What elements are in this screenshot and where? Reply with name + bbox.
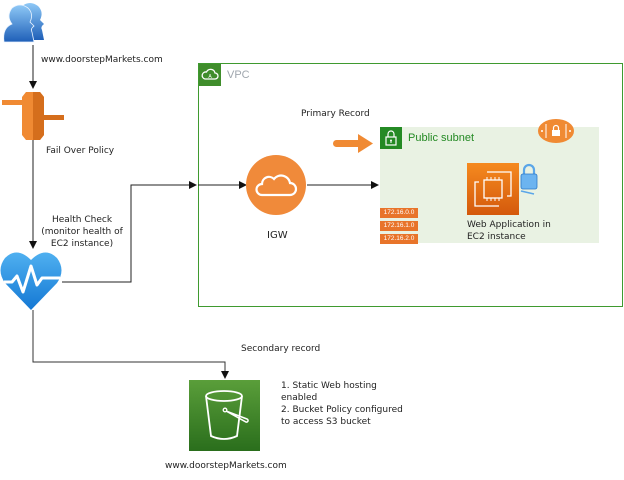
users-icon [3,3,44,43]
security-lock-icon [520,163,538,195]
secondary-record-label: Secondary record [241,344,321,354]
s3-notes: 1. Static Web hosting enabled 2. Bucket … [281,380,403,428]
ec2-label-line: EC2 instance [467,232,526,242]
subnet-label: Public subnet [408,132,475,144]
s3-note-line: to access S3 bucket [281,417,371,427]
ec2-label-line: Web Application in [467,220,551,230]
edge-health-s3 [32,310,229,379]
s3-domain-label: www.doorstepMarkets.com [165,461,287,471]
health-check-line: (monitor health of [41,227,123,237]
failover-policy-label: Fail Over Policy [46,146,115,156]
ec2-instance-icon [467,163,519,215]
s3-note-line: 2. Bucket Policy configured [281,405,403,415]
vpc-cloud-icon: A [199,64,221,86]
s3-bucket-icon [189,380,260,451]
vpc-label: VPC [227,69,250,81]
ip-tag: 172.16.1.0 [380,221,418,231]
ec2-label: Web Application in EC2 instance [467,219,551,243]
igw-cloud-icon [246,155,306,215]
igw-label: IGW [267,230,288,241]
health-check-line: EC2 instance) [50,239,114,249]
heart-pulse-icon [0,252,62,310]
route53-icon [2,92,64,140]
nacl-badge-icon [538,119,574,143]
s3-note-line: 1. Static Web hosting [281,381,377,391]
health-check-label: Health Check (monitor health of EC2 inst… [40,214,124,250]
ip-tag: 172.16.2.0 [380,234,418,244]
subnet-lock-icon [380,127,402,149]
ip-tag: 172.16.0.0 [380,208,418,218]
primary-record-label: Primary Record [301,109,370,119]
primary-record-arrow-icon [333,134,373,153]
domain-label-top: www.doorstepMarkets.com [41,55,163,65]
health-check-line: Health Check [51,215,113,225]
edge-health-vpc [62,181,197,283]
s3-note-line: enabled [281,393,318,403]
svg-text:A: A [208,74,212,80]
